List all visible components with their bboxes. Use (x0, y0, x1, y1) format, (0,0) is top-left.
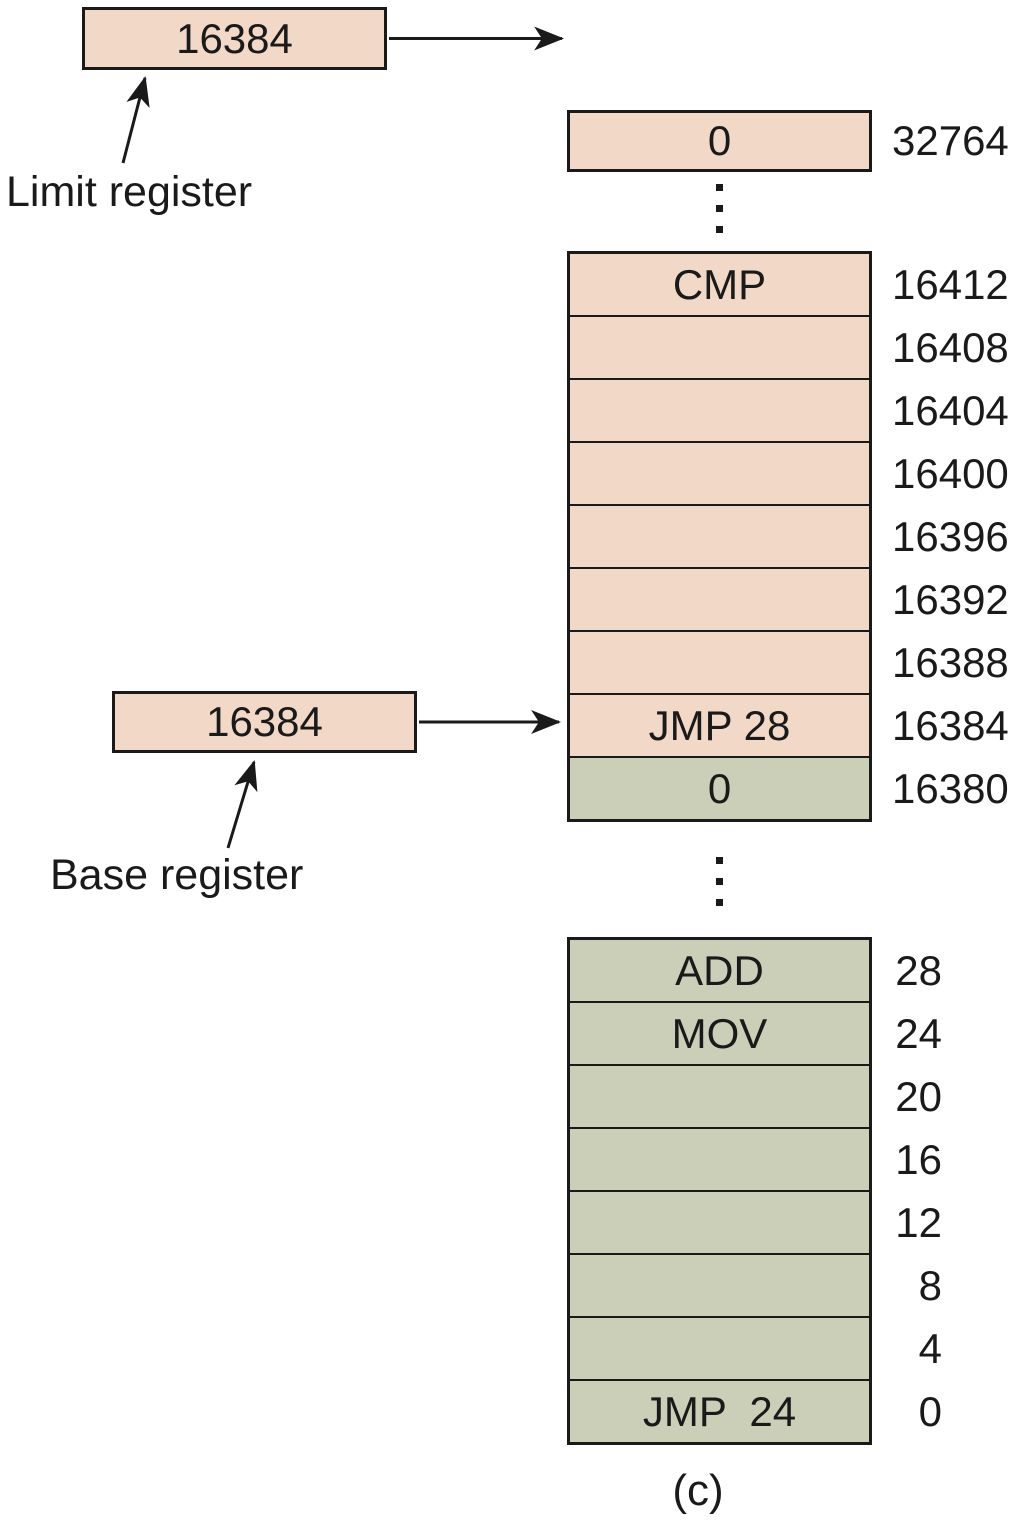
limit-register-value: 16384 (176, 14, 293, 62)
cell-address: 4 (918, 1324, 942, 1372)
memory-cell: 16404 (570, 380, 1009, 443)
memory-cell-jmp24: JMP 24 0 (570, 1381, 942, 1442)
memory-cell: MOV 24 (570, 1003, 942, 1066)
memory-lower-block: ADD 28 MOV 24 20 16 12 8 4 JMP 24 (567, 937, 942, 1445)
cell-address: 16412 (892, 260, 1009, 308)
memory-cell: ADD 28 (570, 940, 942, 1003)
memory-cell: 4 (570, 1318, 942, 1381)
dot (716, 857, 723, 864)
limit-label-arrow (121, 75, 150, 164)
cell-address: 32764 (892, 117, 1009, 164)
cell-value: JMP 24 (642, 1387, 797, 1435)
memory-cell: 16 (570, 1129, 942, 1192)
cell-address: 16388 (892, 638, 1009, 686)
cell-address: 16408 (892, 323, 1009, 371)
memory-cell: 16396 (570, 506, 1009, 569)
cell-value: CMP (672, 260, 767, 308)
dot (716, 184, 723, 191)
memory-cell-top: 0 32764 (567, 110, 1009, 172)
memory-upper-block: CMP 16412 16408 16404 16400 16396 16392 … (567, 251, 1009, 822)
base-register-box: 16384 (112, 691, 417, 753)
cell-address: 0 (918, 1387, 942, 1435)
base-label-arrow (226, 759, 258, 849)
memory-cell-jmp28: JMP 28 16384 (570, 695, 1009, 758)
memory-cell: CMP 16412 (570, 254, 1009, 317)
cell-address: 16384 (892, 701, 1009, 749)
memory-cell: 16392 (570, 569, 1009, 632)
cell-address: 16400 (892, 449, 1009, 497)
cell-address: 16404 (892, 386, 1009, 434)
limit-register-box: 16384 (82, 7, 387, 70)
memory-cell: 16408 (570, 317, 1009, 380)
dot (716, 226, 723, 233)
dot (716, 205, 723, 212)
cell-value: ADD (675, 946, 764, 994)
cell-address: 16380 (892, 764, 1009, 812)
limit-register-label: Limit register (6, 168, 253, 216)
memory-cell: 0 32764 (570, 113, 1009, 169)
cell-address: 12 (895, 1198, 942, 1246)
cell-address: 28 (895, 946, 942, 994)
cell-address: 24 (895, 1009, 942, 1057)
dot (716, 878, 723, 885)
cell-address: 8 (918, 1261, 942, 1309)
cell-value: JMP 28 (648, 701, 791, 749)
base-register-value: 16384 (206, 698, 323, 745)
memory-cell: 0 16380 (570, 758, 1009, 819)
cell-address: 20 (895, 1072, 942, 1120)
memory-cell: 20 (570, 1066, 942, 1129)
base-register-label: Base register (50, 851, 304, 899)
dot (716, 899, 723, 906)
ellipsis-dots-bottom (716, 857, 723, 906)
cell-value: 0 (707, 764, 732, 812)
ellipsis-dots-top (716, 184, 723, 233)
cell-value: 0 (707, 117, 732, 164)
memory-cell: 16400 (570, 443, 1009, 506)
cell-address: 16 (895, 1135, 942, 1183)
memory-cell: 16388 (570, 632, 1009, 695)
memory-cell: 12 (570, 1192, 942, 1255)
cell-address: 16392 (892, 575, 1009, 623)
cell-value: MOV (671, 1009, 768, 1057)
figure-caption: (c) (672, 1466, 724, 1515)
cell-address: 16396 (892, 512, 1009, 560)
memory-cell: 8 (570, 1255, 942, 1318)
